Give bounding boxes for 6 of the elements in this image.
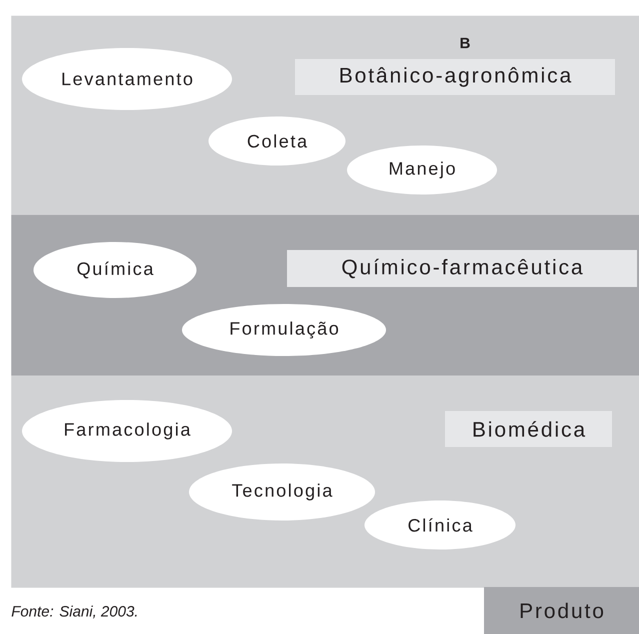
panel-letter: B (460, 38, 470, 48)
band-heading: Químico-farmacêutica (287, 250, 637, 287)
product-box: Produto (484, 587, 639, 634)
band-heading: Biomédica (445, 411, 612, 447)
caption: Fonte: Siani, 2003. (12, 606, 137, 618)
band-heading: Botânico-agronômica (295, 59, 615, 95)
